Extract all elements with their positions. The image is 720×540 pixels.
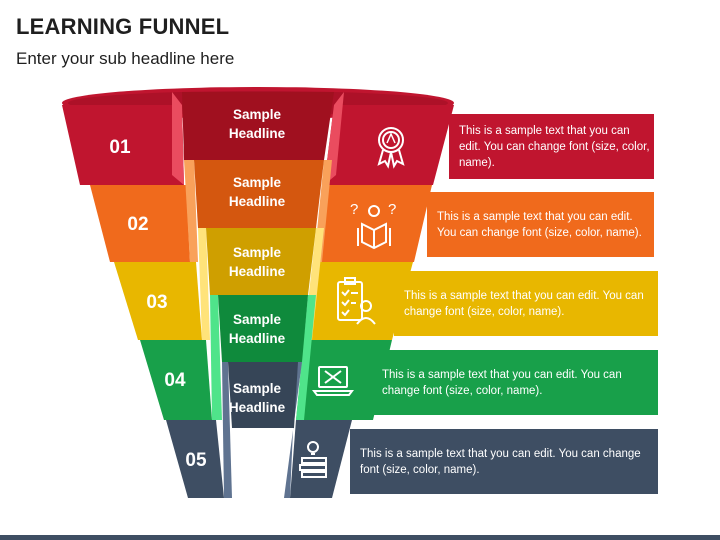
svg-text:?: ? [388, 201, 396, 218]
student-idea-book-icon: ? ? [350, 201, 396, 250]
stage-2-headline-line1: Sample [233, 175, 282, 190]
stage-4-description: This is a sample text that you can edit.… [382, 368, 622, 397]
stage-3-left-panel [114, 262, 202, 340]
books-lightbulb-icon [299, 441, 327, 478]
stage-5-description: This is a sample text that you can edit.… [360, 447, 641, 476]
stage-3-number: 03 [146, 292, 167, 313]
stage-2-right-panel [314, 185, 432, 262]
stage-1-number: 01 [109, 137, 131, 158]
stage-5-back-right [284, 362, 302, 498]
stage-1-description: This is a sample text that you can edit.… [459, 124, 650, 169]
stage-1-right-panel [324, 105, 454, 185]
stage-3-description-box: This is a sample text that you can edit.… [394, 271, 658, 336]
stage-5-headline-line1: Sample [233, 381, 282, 396]
stage-1-left-panel [62, 105, 184, 185]
svg-text:?: ? [350, 201, 358, 218]
stage-1-headline-line2: Headline [229, 126, 286, 141]
award-ribbon-icon [377, 127, 405, 169]
stage-4-left-panel [140, 340, 212, 420]
stage-5-center-panel [228, 362, 298, 428]
stage-2-description-box: This is a sample text that you can edit.… [427, 192, 654, 257]
stage-4-center-panel [218, 295, 308, 362]
stage-4-back-right [296, 295, 316, 420]
stage-2-number: 02 [127, 214, 148, 235]
stage-3-headline-line1: Sample [233, 245, 282, 260]
laptop-pencil-icon [312, 366, 354, 396]
stage-1-back-left [172, 92, 184, 185]
clipboard-checklist-icon [337, 277, 376, 325]
stage-5-number: 05 [185, 450, 207, 471]
page-subtitle: Enter your sub headline here [16, 49, 235, 68]
stage-4-back-left [210, 295, 222, 420]
stage-2-back-left [184, 160, 198, 262]
stage-5-description-box: This is a sample text that you can edit.… [350, 429, 658, 494]
stage-2-left-panel [90, 185, 190, 262]
page-title: LEARNING FUNNEL [16, 14, 230, 39]
stage-4-headline-line2: Headline [229, 331, 286, 346]
stage-3-back-left [198, 228, 210, 340]
stage-4-headline-line1: Sample [233, 312, 282, 327]
stage-2-center-panel [194, 160, 324, 228]
stage-2-headline-line2: Headline [229, 194, 286, 209]
stage-2-description: This is a sample text that you can edit.… [437, 210, 642, 239]
stage-4-number: 04 [164, 370, 186, 391]
stage-3-headline-line2: Headline [229, 264, 286, 279]
stage-3-center-panel [206, 228, 316, 295]
stage-4-description-box: This is a sample text that you can edit.… [372, 350, 658, 415]
bottom-bar [0, 535, 720, 540]
stage-1-center-panel [182, 92, 334, 160]
stage-5-left-panel [166, 420, 224, 498]
stage-1-description-box: This is a sample text that you can edit.… [449, 114, 654, 179]
stage-1-headline-line1: Sample [233, 107, 282, 122]
stage-3-right-panel [304, 262, 413, 340]
stage-3-description: This is a sample text that you can edit.… [404, 289, 644, 318]
stage-4-right-panel [296, 340, 392, 420]
stage-5-headline-line2: Headline [229, 400, 286, 415]
stage-5-back-left [222, 362, 232, 498]
